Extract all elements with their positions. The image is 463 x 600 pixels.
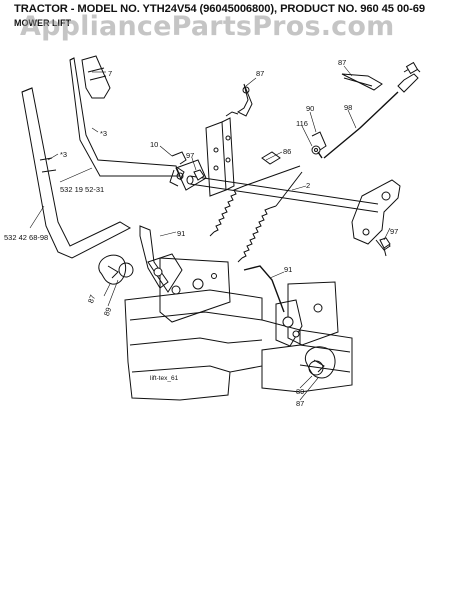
callout-2: 2 [306,181,310,190]
callout-87-right: 87 [296,399,304,408]
page-subtitle: MOWER LIFT [14,18,71,28]
handle-grip [81,55,111,99]
center-bracket [205,111,239,197]
spring-left [209,185,245,237]
callout-7: 7 [108,69,112,78]
right-clip-washer [304,346,336,379]
figure-id: lift-tex_61 [150,375,179,382]
callout-91-right: 91 [284,265,292,274]
callout-90: 90 [306,104,314,113]
callout-87-left: 87 [86,294,97,305]
callout-97-right: 97 [390,227,398,236]
nut-97-right [379,237,391,257]
callout-87-top: 87 [256,69,264,78]
callout-91-left: 91 [177,229,185,238]
clip-90 [311,131,327,151]
spring-right [237,205,277,263]
left-mount-plate [159,257,231,323]
callout-89-right: 89 [296,387,304,396]
lift-handle [69,57,185,181]
callout-part-532-19-52-31: 532 19 52-31 [60,185,104,194]
callout-86: 86 [283,147,291,156]
lift-shaft [186,175,379,213]
callout-97-left: 97 [186,151,194,160]
left-clip-washer [98,254,134,285]
right-mount-plate [287,281,339,346]
spring-link-rod [243,151,303,207]
hairpin-clip-rod [341,73,383,91]
nut-97-left [193,169,205,181]
leader-lines [29,65,391,401]
left-lift-link [139,225,183,295]
callout-3-upper: *3 [100,129,107,138]
mower-deck-housing [124,289,353,401]
callout-3-lower: *3 [60,150,67,159]
hairpin-clip-top [237,83,253,117]
callout-98: 98 [344,103,352,112]
shaft-right-bracket [351,179,401,251]
callout-10: 10 [150,140,158,149]
spring-clip-10 [169,151,187,187]
callout-116: 116 [296,119,308,128]
callout-part-532-42-68-98: 532 42 68-98 [4,233,48,242]
callout-87-rod: 87 [338,58,346,67]
lower-handle-arm [21,87,132,259]
watermark: AppliancePartsPros.com [20,11,395,42]
callout-89-left: 89 [102,306,113,317]
page-title: TRACTOR - MODEL NO. YTH24V54 (9604500680… [14,3,426,15]
right-lift-link [243,265,303,347]
washer-116 [311,145,321,155]
